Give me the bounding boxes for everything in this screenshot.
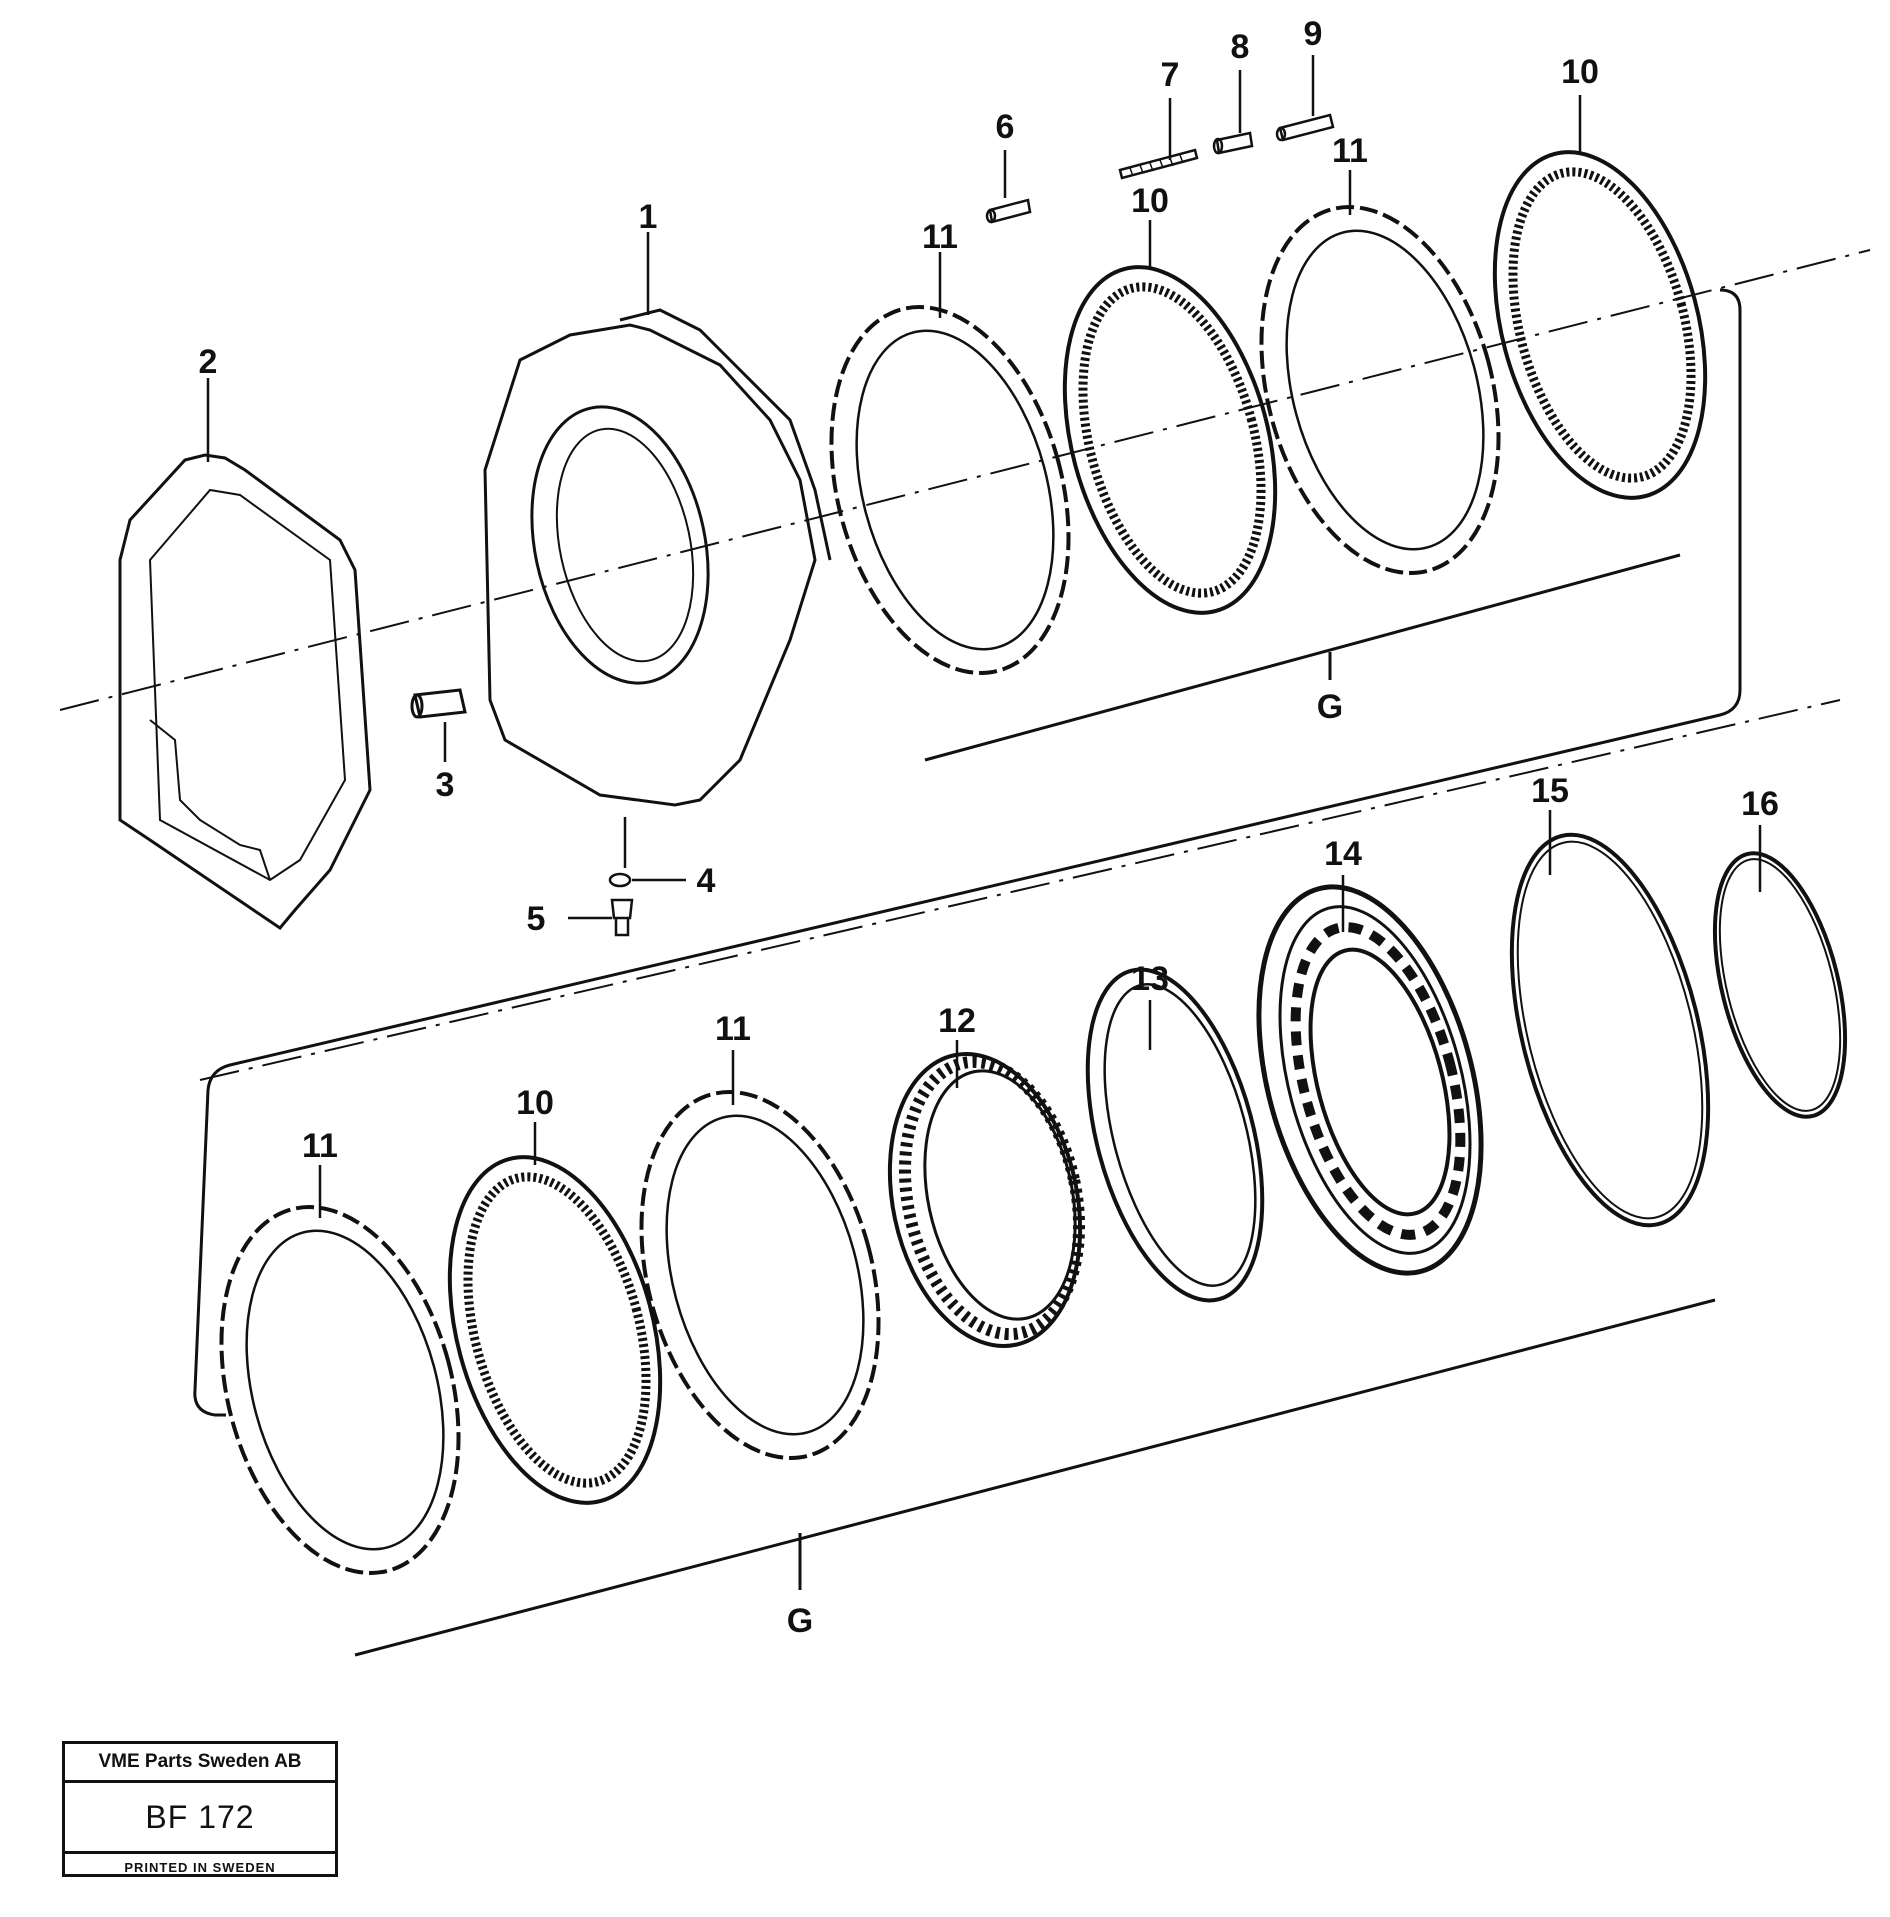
part-10-disc-lower [447,1155,663,1505]
part-11-plate-upper-2 [1259,205,1501,575]
callout-11-d: 11 [715,1010,751,1048]
part-11-plate-lower-1 [219,1205,461,1575]
part-5-plug [610,898,634,937]
callout-10-b: 10 [1561,53,1599,91]
part-12-gear-ring [887,1051,1086,1349]
title-block: VME Parts Sweden AB BF 172 PRINTED IN SW… [62,1741,338,1877]
callout-3: 3 [436,766,455,804]
callout-9: 9 [1304,15,1323,53]
company-name: VME Parts Sweden AB [65,1744,335,1783]
callout-12: 12 [938,1002,976,1040]
part-10-disc-upper-1 [1062,265,1278,615]
callout-7: 7 [1161,56,1180,94]
part-13-ring [1085,967,1265,1303]
callout-11-b: 11 [1332,132,1368,170]
callout-4: 4 [697,862,716,900]
part-16-seal-ring [1712,851,1848,1119]
part-4-washer [608,872,632,888]
part-1-housing [483,308,832,807]
callout-11-a: 11 [922,218,958,256]
part-10-disc-upper-2 [1492,150,1708,500]
part-11-plate-upper-1 [829,305,1071,675]
group-labels: G G [787,688,1343,1640]
part-6-pin [985,198,1032,224]
group-label-lower: G [787,1602,813,1640]
group-outline [193,288,1742,1657]
callout-13: 13 [1131,960,1169,998]
callout-5: 5 [527,900,546,938]
part-3-pin [410,688,467,719]
callout-6: 6 [996,108,1015,146]
leader-lines [206,55,1762,1218]
part-8-pin [1212,131,1254,155]
part-14-piston [1256,884,1484,1276]
part-7-spring [1118,148,1199,180]
center-axes [59,249,1871,1081]
callout-1: 1 [639,198,658,236]
part-11-plate-lower-2 [639,1090,881,1460]
part-2-gasket [118,453,372,931]
printed-note: PRINTED IN SWEDEN [124,1859,276,1875]
figure-code: BF 172 [65,1783,335,1854]
callout-16: 16 [1741,785,1779,823]
callout-8: 8 [1231,28,1250,66]
callout-2: 2 [199,343,218,381]
callout-15: 15 [1531,772,1569,810]
callout-10-a: 10 [1131,182,1169,220]
callouts: 1 2 3 4 5 6 7 8 9 10 10 10 11 11 11 11 1… [199,15,1779,1165]
callout-14: 14 [1324,835,1362,873]
part-15-seal-ring [1509,832,1711,1228]
part-9-pin [1275,113,1335,142]
callout-11-c: 11 [302,1127,338,1165]
group-label-upper: G [1317,688,1343,726]
callout-10-c: 10 [516,1084,554,1122]
